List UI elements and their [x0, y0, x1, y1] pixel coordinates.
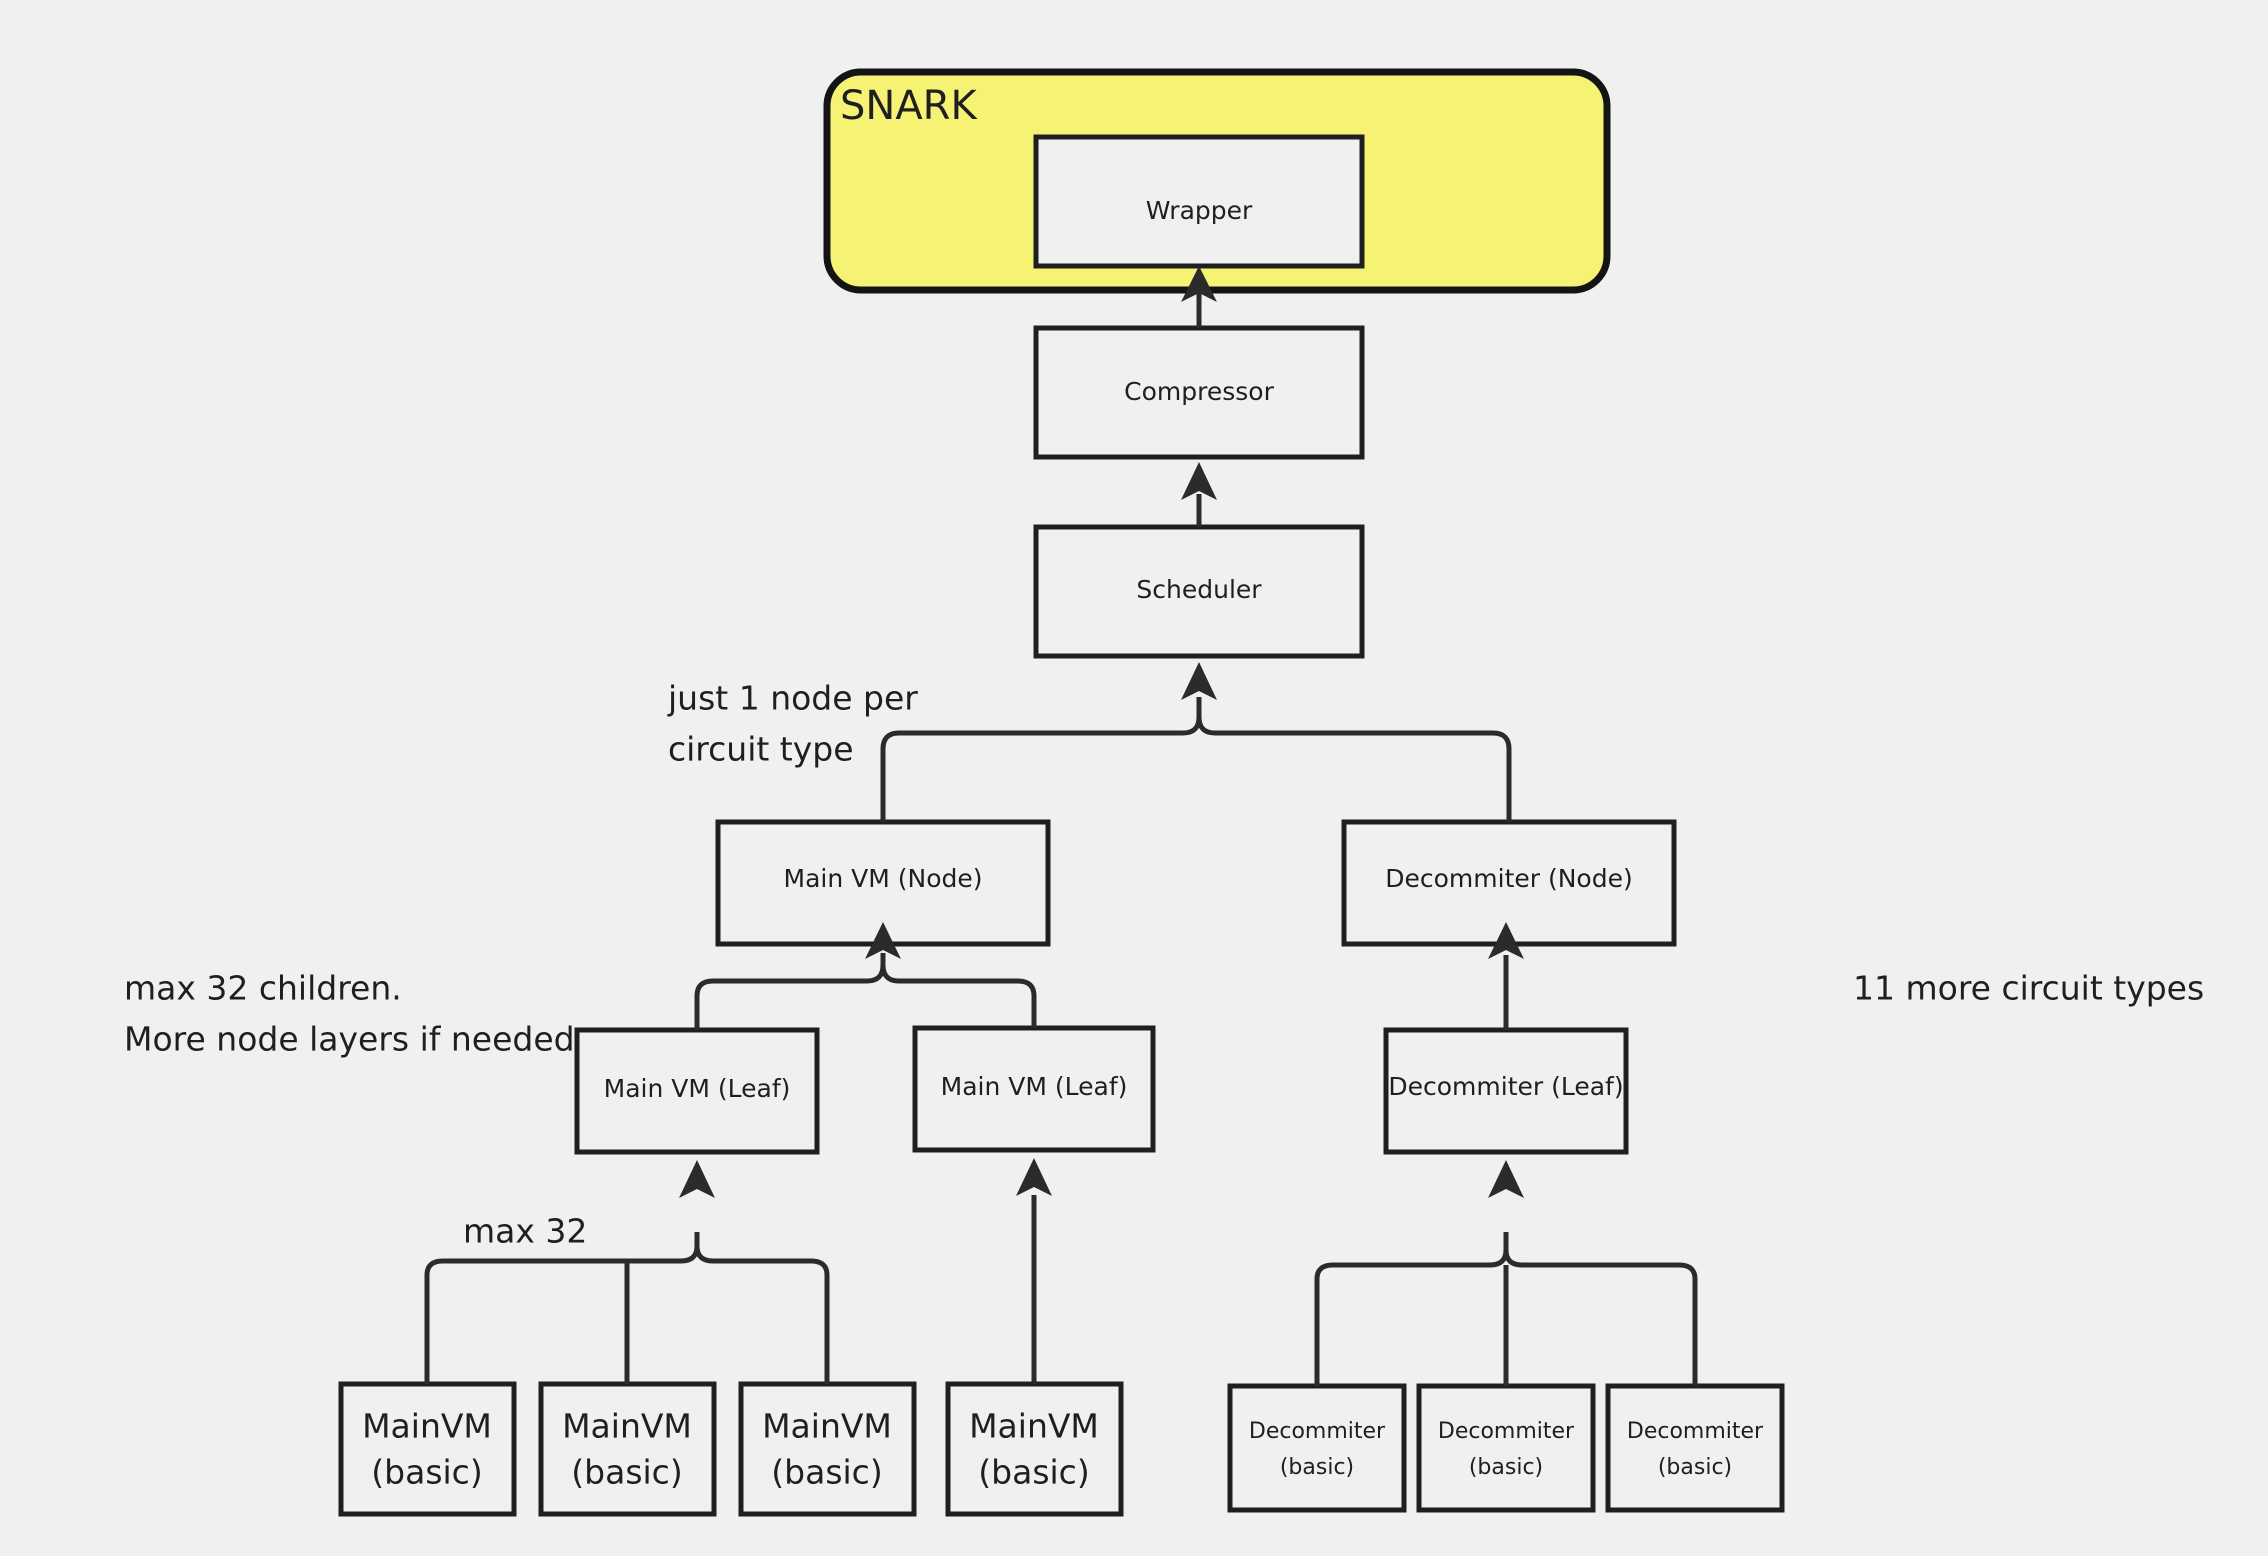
scheduler-rect	[1033, 524, 1365, 659]
edge-scheduler-to-compressor	[1181, 462, 1217, 527]
decommiter-basic-3-label: Decommiter	[1627, 1419, 1764, 1444]
node-decommiter-leaf[interactable]: Decommiter (Leaf)	[1383, 1027, 1629, 1155]
decommiter-basic-1-label: Decommiter	[1249, 1419, 1386, 1444]
mainvm-basic-2-label: MainVM	[562, 1407, 692, 1446]
mainvm-basic-3-sublabel: (basic)	[771, 1453, 882, 1492]
node-mainvm-basic-4[interactable]: MainVM (basic)	[945, 1381, 1124, 1517]
annotation-max-32-children-line1: max 32 children.	[124, 969, 402, 1008]
edge-mainvm-basics-to-leaf-1	[424, 1160, 830, 1384]
annotation-max-32-line1: max 32	[463, 1212, 587, 1251]
decommiter-leaf-rect	[1383, 1027, 1629, 1155]
edge-mainvm-leaves-to-node	[694, 922, 1037, 1030]
decommiter-basic-3-rect	[1605, 1383, 1785, 1513]
annotation-just-one-node-line1: just 1 node per	[667, 679, 918, 718]
annotation-max-32: max 32	[463, 1212, 587, 1251]
node-mainvm-basic-1[interactable]: MainVM (basic)	[338, 1381, 517, 1517]
mainvm-basic-3-rect	[738, 1381, 917, 1517]
decommiter-basic-2-sublabel: (basic)	[1469, 1455, 1543, 1480]
node-compressor[interactable]: Compressor	[1033, 325, 1365, 460]
annotation-just-one-node: just 1 node per circuit type	[667, 679, 918, 769]
mainvm-basic-1-sublabel: (basic)	[371, 1453, 482, 1492]
edge-mainvm-basic-4-to-leaf-2	[1016, 1158, 1052, 1384]
mainvm-leaf-1-rect	[574, 1027, 820, 1155]
mainvm-basic-2-sublabel: (basic)	[571, 1453, 682, 1492]
node-wrapper[interactable]: Wrapper	[1033, 134, 1365, 269]
mainvm-leaf-1-label: Main VM (Leaf)	[604, 1074, 791, 1103]
annotation-just-one-node-line2: circuit type	[668, 730, 854, 769]
node-decommiter-basic-2[interactable]: Decommiter (basic)	[1416, 1383, 1596, 1513]
annotation-more-circuit-types: 11 more circuit types	[1853, 969, 2204, 1008]
mainvm-leaf-2-label: Main VM (Leaf)	[941, 1072, 1128, 1101]
node-decommiter-node[interactable]: Decommiter (Node)	[1341, 819, 1677, 947]
annotation-max-32-children-line2: More node layers if needed	[124, 1020, 575, 1059]
compressor-rect	[1033, 325, 1365, 460]
node-mainvm-leaf-1[interactable]: Main VM (Leaf)	[574, 1027, 820, 1155]
node-mainvm-basic-3[interactable]: MainVM (basic)	[738, 1381, 917, 1517]
decommiter-node-label: Decommiter (Node)	[1385, 864, 1633, 893]
wrapper-label: Wrapper	[1146, 196, 1253, 225]
mainvm-basic-4-label: MainVM	[969, 1407, 1099, 1446]
mainvm-basic-1-label: MainVM	[362, 1407, 492, 1446]
decommiter-leaf-label: Decommiter (Leaf)	[1388, 1072, 1623, 1101]
mainvm-basic-2-rect	[538, 1381, 717, 1517]
decommiter-basic-1-sublabel: (basic)	[1280, 1455, 1354, 1480]
edge-compressor-to-wrapper	[1181, 266, 1217, 328]
mainvm-basic-4-rect	[945, 1381, 1124, 1517]
mainvm-basic-4-sublabel: (basic)	[978, 1453, 1089, 1492]
edge-nodes-to-scheduler	[880, 662, 1512, 822]
node-mainvm-leaf-2[interactable]: Main VM (Leaf)	[912, 1025, 1156, 1153]
node-scheduler[interactable]: Scheduler	[1033, 524, 1365, 659]
edge-decommiter-leaf-to-node	[1488, 922, 1524, 1030]
scheduler-label: Scheduler	[1136, 575, 1262, 604]
annotation-more-circuit-types-line1: 11 more circuit types	[1853, 969, 2204, 1008]
decommiter-basic-1-rect	[1227, 1383, 1407, 1513]
annotation-max-32-children: max 32 children. More node layers if nee…	[124, 969, 575, 1059]
edge-decommiter-basics-to-leaf	[1314, 1160, 1698, 1386]
node-decommiter-basic-1[interactable]: Decommiter (basic)	[1227, 1383, 1407, 1513]
mainvm-node-label: Main VM (Node)	[784, 864, 983, 893]
compressor-label: Compressor	[1124, 377, 1274, 406]
decommiter-basic-2-rect	[1416, 1383, 1596, 1513]
snark-group-label: SNARK	[840, 83, 978, 129]
mainvm-basic-3-label: MainVM	[762, 1407, 892, 1446]
decommiter-basic-2-label: Decommiter	[1438, 1419, 1575, 1444]
node-decommiter-basic-3[interactable]: Decommiter (basic)	[1605, 1383, 1785, 1513]
decommiter-basic-3-sublabel: (basic)	[1658, 1455, 1732, 1480]
node-mainvm-basic-2[interactable]: MainVM (basic)	[538, 1381, 717, 1517]
mainvm-basic-1-rect	[338, 1381, 517, 1517]
